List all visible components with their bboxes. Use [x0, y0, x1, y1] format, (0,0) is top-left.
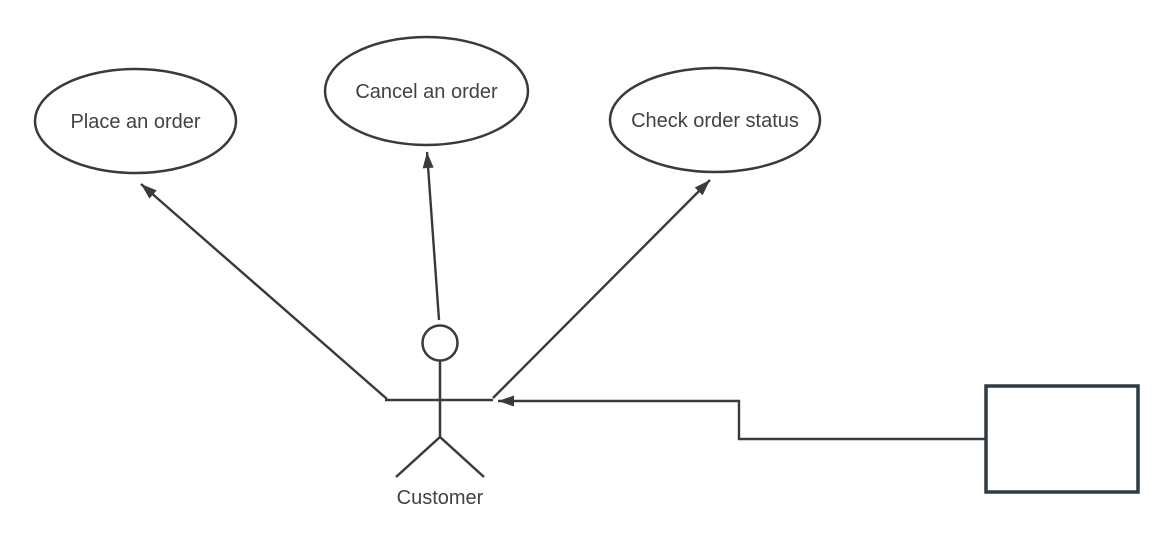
use-case-place-order-ellipse	[33, 67, 238, 175]
use-case-cancel-order[interactable]: Cancel an order	[323, 35, 530, 147]
edge-customer-to-cancel-order[interactable]	[422, 151, 441, 321]
actor-customer[interactable]: Customer	[385, 324, 493, 510]
edge-customer-to-place-order[interactable]	[140, 183, 388, 400]
use-case-place-order-label: Place an order	[70, 111, 200, 133]
actor-left-leg-icon	[395, 436, 441, 478]
edge-system-box-to-customer[interactable]	[498, 395, 986, 441]
actor-head-icon	[421, 324, 459, 362]
system-box[interactable]	[984, 384, 1140, 494]
use-case-check-order-status[interactable]: Check order status	[608, 66, 822, 174]
actor-right-leg-icon	[439, 436, 485, 478]
system-box-rect	[984, 384, 1140, 494]
use-case-cancel-order-label: Cancel an order	[355, 81, 498, 103]
use-case-check-order-status-label: Check order status	[631, 110, 799, 132]
use-case-place-order[interactable]: Place an order	[33, 67, 238, 175]
actor-customer-label: Customer	[397, 487, 484, 509]
edge-customer-to-check-order-status[interactable]	[492, 179, 711, 399]
use-case-cancel-order-ellipse	[323, 35, 530, 147]
use-case-check-order-status-ellipse	[608, 66, 822, 174]
